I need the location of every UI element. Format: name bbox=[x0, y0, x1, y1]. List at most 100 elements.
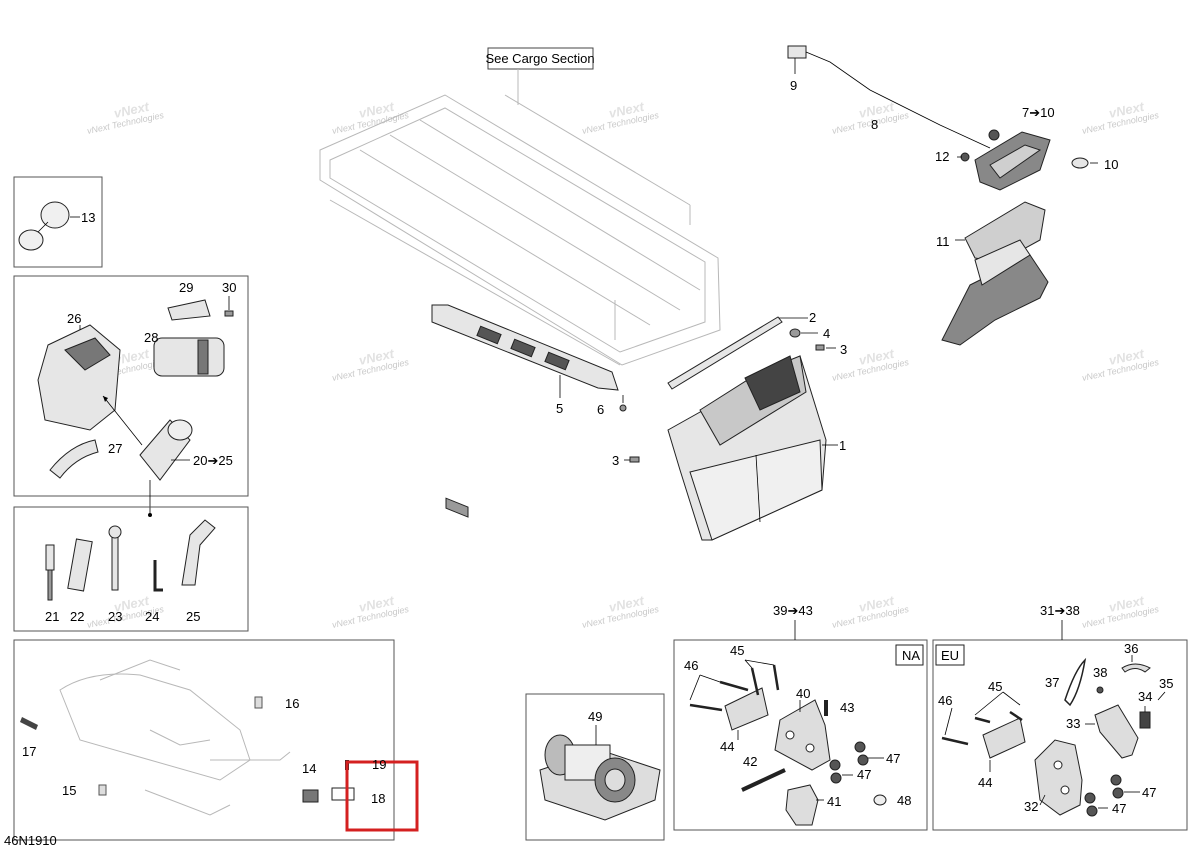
pin-part-33[interactable] bbox=[1094, 704, 1139, 759]
callout-label: 47 bbox=[1112, 801, 1126, 816]
screw-part-30[interactable] bbox=[224, 310, 234, 317]
grommet-icon bbox=[988, 129, 1000, 141]
watermark-text: vNext bbox=[858, 99, 896, 121]
watermark-text: vNext bbox=[358, 593, 396, 615]
decal-part-17[interactable] bbox=[20, 717, 38, 730]
strap-part-27[interactable] bbox=[49, 439, 99, 479]
watermark-text: vNext bbox=[1108, 99, 1146, 121]
callout-label: 15 bbox=[62, 783, 76, 798]
light-housing-part-11[interactable] bbox=[941, 201, 1049, 346]
callout-label: 31➔38 bbox=[1040, 603, 1080, 618]
watermark-text: vNext bbox=[358, 346, 396, 368]
na-tag bbox=[895, 644, 924, 666]
callout-label: 16 bbox=[285, 696, 299, 711]
callout-label: 1 bbox=[839, 438, 846, 453]
decal-part-18[interactable] bbox=[331, 787, 355, 801]
callout-label: 2 bbox=[809, 310, 816, 325]
nut-part-12[interactable] bbox=[960, 152, 970, 162]
callout-label: 23 bbox=[108, 609, 122, 624]
rear-flap-part-1[interactable] bbox=[667, 355, 827, 541]
hitch-part-41[interactable] bbox=[785, 784, 819, 826]
spanner-part-25[interactable] bbox=[181, 519, 216, 586]
side-rail-part-5[interactable] bbox=[431, 304, 619, 518]
callout-label: 26 bbox=[67, 311, 81, 326]
callout-label: 22 bbox=[70, 609, 84, 624]
screw-part-6[interactable] bbox=[619, 404, 627, 412]
panel-decals bbox=[13, 639, 395, 841]
plate-part-44[interactable] bbox=[724, 687, 769, 731]
watermark-text: vNext bbox=[608, 593, 646, 615]
cargo-note-box[interactable]: See Cargo Section bbox=[485, 47, 595, 105]
mirror-part-13[interactable] bbox=[18, 201, 70, 251]
callout-label: 47 bbox=[857, 767, 871, 782]
callout-label: 3 bbox=[840, 342, 847, 357]
callout-label: 40 bbox=[796, 686, 810, 701]
callout-label: 34 bbox=[1138, 689, 1152, 704]
decal-part-16[interactable] bbox=[254, 696, 263, 709]
callout-label: 29 bbox=[179, 280, 193, 295]
callout-label: 46 bbox=[938, 693, 952, 708]
callout-label: 17 bbox=[22, 744, 36, 759]
spring-part-34[interactable] bbox=[1139, 711, 1151, 729]
callout-label: 47 bbox=[886, 751, 900, 766]
tail-light-part-7[interactable] bbox=[974, 131, 1051, 191]
cargo-note-text: See Cargo Section bbox=[485, 51, 594, 66]
hitch-bracket-part-40[interactable] bbox=[774, 699, 831, 771]
callout-label: 21 bbox=[45, 609, 59, 624]
bracket-part-29[interactable] bbox=[167, 299, 211, 321]
fuse-puller-part-22[interactable] bbox=[67, 538, 93, 592]
hitch-bracket-part-32[interactable] bbox=[1034, 739, 1083, 816]
hex-key-part-24[interactable] bbox=[153, 560, 163, 592]
cargo-deck-ghost bbox=[319, 94, 721, 366]
cap-part-48[interactable] bbox=[873, 794, 887, 806]
callout-label: 44 bbox=[978, 775, 992, 790]
nuts-part-47-eu[interactable] bbox=[1084, 774, 1124, 817]
callout-label: 3 bbox=[612, 453, 619, 468]
watermark-text: vNext bbox=[113, 99, 151, 121]
drawing-id: 46N1910 bbox=[4, 833, 57, 848]
callout-label: 7➔10 bbox=[1022, 105, 1055, 120]
callout-label: 43 bbox=[840, 700, 854, 715]
bolts-part-46-eu[interactable] bbox=[941, 736, 969, 746]
callout-label: 47 bbox=[1142, 785, 1156, 800]
wrench-part-23[interactable] bbox=[108, 525, 122, 591]
decal-part-14[interactable] bbox=[302, 789, 319, 803]
watermark-text: vNext bbox=[1108, 346, 1146, 368]
screwdriver-part-21[interactable] bbox=[45, 544, 55, 601]
bulb-part-10[interactable] bbox=[1071, 157, 1098, 169]
callout-label: 35 bbox=[1159, 676, 1173, 691]
bolts-part-45[interactable] bbox=[750, 664, 780, 696]
bolts-part-45-eu[interactable] bbox=[974, 710, 1023, 724]
mounting-strip-part-2[interactable] bbox=[667, 316, 783, 390]
pin-part-42[interactable] bbox=[741, 768, 786, 792]
decal-part-15[interactable] bbox=[98, 784, 107, 796]
pad-part-28[interactable] bbox=[153, 337, 225, 377]
bolts-part-46[interactable] bbox=[689, 680, 749, 712]
callout-label: 49 bbox=[588, 709, 602, 724]
tool-bag-part-26[interactable] bbox=[37, 324, 121, 431]
canister-part-20-25[interactable] bbox=[139, 419, 193, 481]
panel-eu-hitch bbox=[932, 639, 1188, 831]
screw-part-3[interactable] bbox=[815, 344, 825, 351]
plate-part-44-eu[interactable] bbox=[982, 717, 1026, 759]
panel-winch bbox=[525, 693, 665, 841]
ring-part-38[interactable] bbox=[1096, 686, 1104, 694]
winch-part-49[interactable] bbox=[539, 734, 661, 821]
highlight-box bbox=[345, 760, 419, 832]
callout-label: 13 bbox=[81, 210, 95, 225]
panel-tools bbox=[13, 506, 249, 632]
wire-harness-part-9[interactable] bbox=[787, 45, 991, 149]
callout-label: 14 bbox=[302, 761, 316, 776]
callout-label: 46 bbox=[684, 658, 698, 673]
pin-part-43[interactable] bbox=[824, 700, 828, 716]
washer-part-4[interactable] bbox=[789, 328, 801, 338]
screw-part-3[interactable] bbox=[629, 456, 640, 463]
nuts-part-47[interactable] bbox=[829, 741, 869, 784]
callout-label: 37 bbox=[1045, 675, 1059, 690]
callout-label: 18 bbox=[371, 791, 385, 806]
callout-label: 30 bbox=[222, 280, 236, 295]
callout-labels: 1 2 3 3 4 5 6 7➔10 8 9 10 11 12 13 14 15… bbox=[4, 78, 1173, 848]
callout-label: 36 bbox=[1124, 641, 1138, 656]
clip-part-36[interactable] bbox=[1121, 663, 1151, 673]
lanyard-part-37[interactable] bbox=[1064, 657, 1087, 707]
